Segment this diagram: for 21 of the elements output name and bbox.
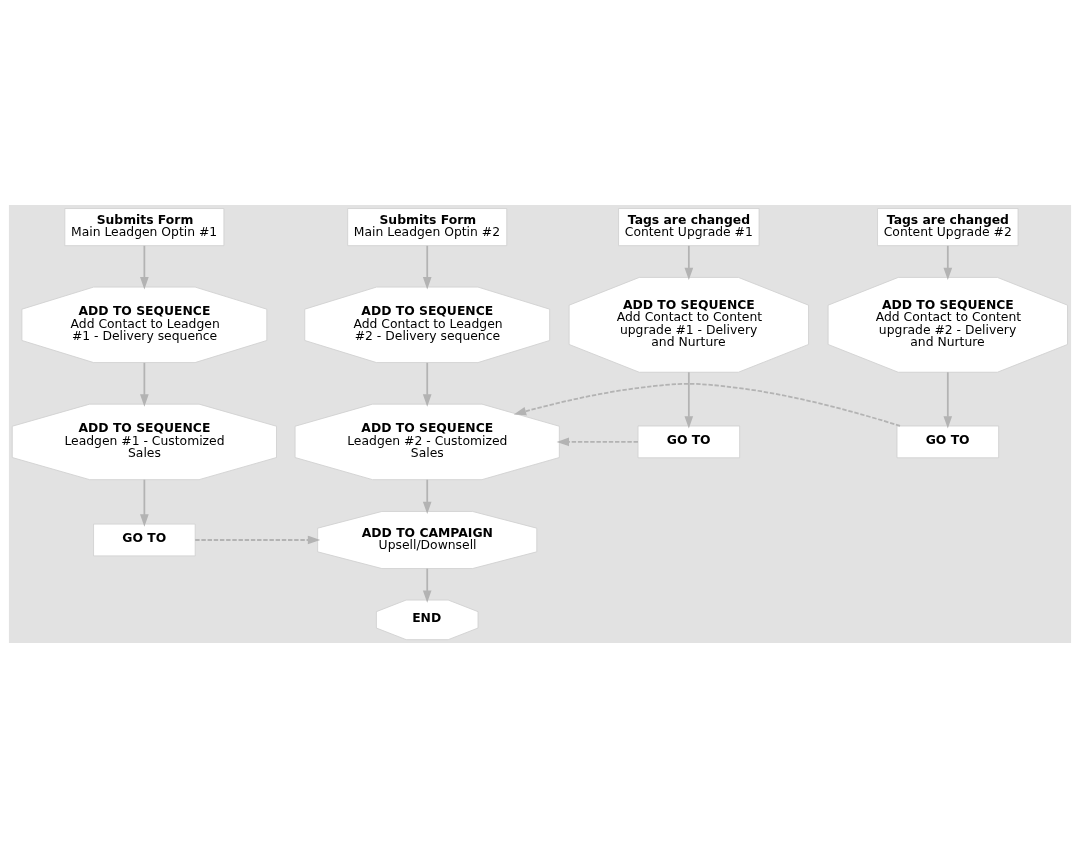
arrow (140, 361, 149, 407)
arrow (422, 478, 432, 515)
arrow (422, 244, 432, 290)
node-box: GO TO (637, 425, 741, 459)
arrow (422, 567, 432, 603)
node-box: Tags are changed Content Upgrade #2 (877, 208, 1019, 247)
arrow (194, 535, 321, 545)
arrow (943, 244, 953, 281)
node-box: GO TO (896, 425, 1000, 459)
node-box: Submits Form Main Leadgen Optin #1 (64, 208, 225, 247)
arrow (513, 382, 901, 427)
node-box: GO TO (93, 523, 196, 557)
arrow (140, 478, 149, 527)
node-box: Submits Form Main Leadgen Optin #2 (347, 208, 508, 247)
arrow (140, 244, 149, 290)
node-box: Tags are changed Content Upgrade #1 (618, 208, 760, 247)
arrow (422, 361, 432, 407)
arrow (684, 371, 694, 429)
arrow (684, 244, 694, 281)
arrow (943, 371, 953, 429)
arrow (556, 437, 639, 447)
